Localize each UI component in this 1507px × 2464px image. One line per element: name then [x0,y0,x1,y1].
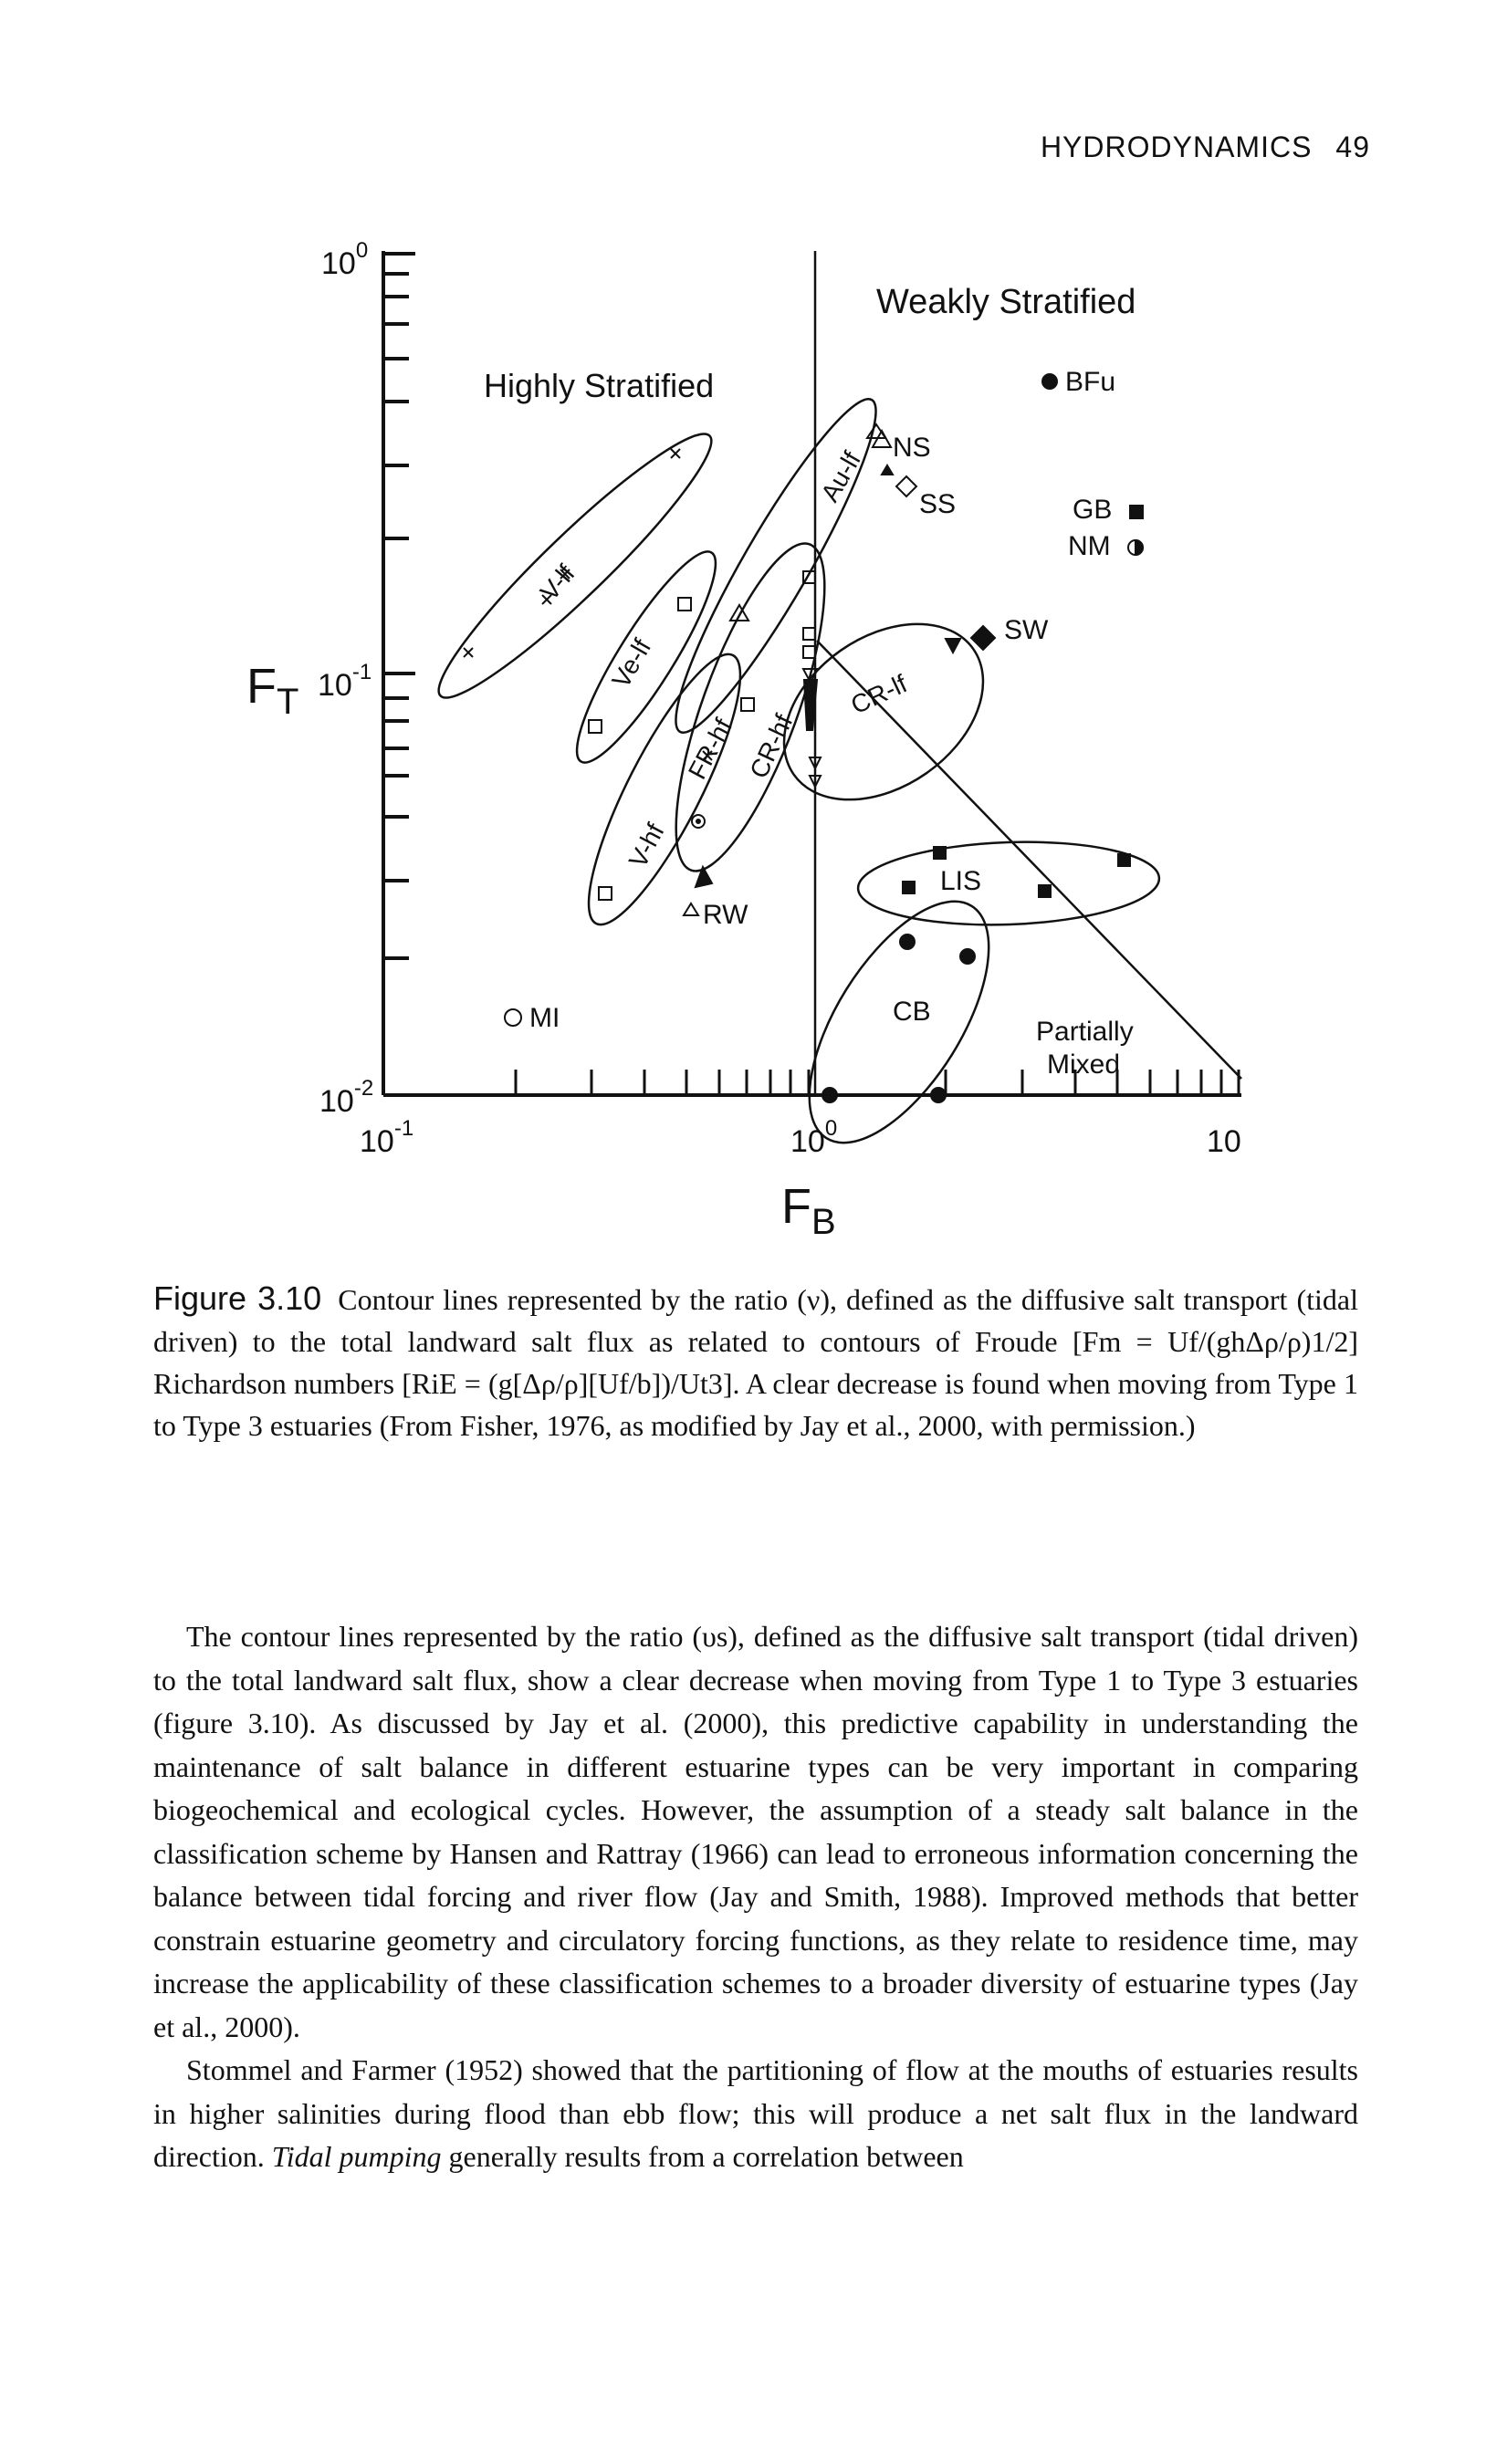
x-marker-3 [702,750,713,761]
x-marker-5 [541,594,552,605]
ellipse-cr-lf [782,622,985,801]
open-square-6 [802,627,816,641]
mixed-label: Mixed [1047,1049,1120,1080]
ellipse-cr-hf [675,542,826,872]
caption-text: Contour lines represented by the ratio (… [153,1283,1359,1442]
body-text: The contour lines represented by the rat… [153,1615,1358,2179]
bfu-label: BFu [1065,367,1115,397]
cb-label: CB [893,997,931,1027]
partially-mixed-line [816,640,1242,1080]
ns-label: NS [893,433,931,463]
sw-marker [969,624,997,652]
cb-marker-3 [822,1087,838,1103]
highly-stratified-label: Highly Stratified [484,367,714,404]
mi-marker [504,1008,522,1027]
ellipse-ve-lf [575,550,717,764]
rw-marker [682,902,700,916]
cr-lf-label: CR-lf [846,669,911,719]
x-tick-label-left: 10-1 [360,1116,413,1159]
au-lf-label: Au-lf [815,446,866,506]
fr-hf-label: FR-hf [683,714,738,784]
data-markers [463,373,1144,1103]
running-header: HYDRODYNAMICS 49 [1017,131,1370,164]
sw-triangle [944,638,962,655]
open-square-5 [802,570,816,584]
gb-marker [1129,505,1144,519]
x-axis-title: FB [781,1179,836,1242]
ss-label: SS [919,489,956,519]
figure-caption: Figure 3.10 Contour lines represented by… [153,1278,1358,1446]
y-axis-title: FT [246,659,298,722]
y-tick-label-bottom: 10-2 [319,1076,373,1119]
figure-3-10: 100 10-1 10-2 10-1 100 10 FT FB Weakly S… [246,238,1242,1242]
running-title: HYDRODYNAMICS [1040,131,1313,163]
open-triangle-1 [728,603,750,621]
y-tick-marks [383,252,415,960]
open-square-1 [677,597,692,611]
v-lf-label: V-lf [535,559,581,606]
nm-label: NM [1068,531,1111,561]
open-square-4 [598,886,612,901]
ns-small-marker [880,464,895,475]
x-marker-1 [670,448,681,459]
rw-filled-marker [694,864,714,889]
ellipse-lis [856,840,1161,926]
ss-marker [895,475,918,498]
open-square-3 [740,697,755,712]
ellipse-cb [808,900,990,1144]
partially-label: Partially [1036,1017,1134,1047]
open-triangle-4 [808,757,822,771]
lis-marker-3 [1117,853,1131,867]
rw-label: RW [703,900,748,930]
x-marker-2 [463,647,474,658]
x-tick-marks [514,1070,1240,1095]
mi-label: MI [529,1003,560,1033]
y-tick-label-top: 100 [321,238,368,281]
open-square-2 [588,719,602,734]
emphasis-tidal-pumping: Tidal pumping [271,2140,442,2173]
caption-number: Figure 3.10 [153,1279,322,1317]
cb-marker-2 [959,948,976,965]
ellipse-v-lf [437,433,713,699]
x-tick-label-right: 10 [1207,1124,1241,1159]
open-square-7 [802,645,816,659]
cb-marker-1 [899,934,916,950]
x-marker-4 [560,569,570,579]
lis-marker-2 [902,881,916,894]
cr-hf-label: CR-hf [744,710,798,783]
page-number: 49 [1335,131,1370,163]
y-tick-label-mid: 10-1 [318,660,372,703]
cb-marker-4 [930,1087,947,1103]
paragraph-2: Stommel and Farmer (1952) showed that th… [153,2053,1358,2173]
paragraph-1: The contour lines represented by the rat… [153,1620,1358,2043]
lis-label: LIS [940,866,981,896]
bfu-marker [1041,373,1058,390]
sw-label: SW [1004,615,1049,645]
gb-label: GB [1073,495,1112,525]
lis-marker-1 [933,846,947,860]
open-triangle-3 [801,668,820,685]
filled-stack [802,679,819,731]
ellipse-v-hf [587,653,742,926]
vhf-circle-marker [691,814,706,829]
ve-lf-label: Ve-lf [606,634,656,693]
weakly-stratified-label: Weakly Stratified [876,283,1135,321]
contour-ellipses [437,397,1161,1144]
open-triangle-5 [808,775,822,789]
lis-marker-4 [1038,884,1052,898]
open-triangle-2 [865,423,887,439]
